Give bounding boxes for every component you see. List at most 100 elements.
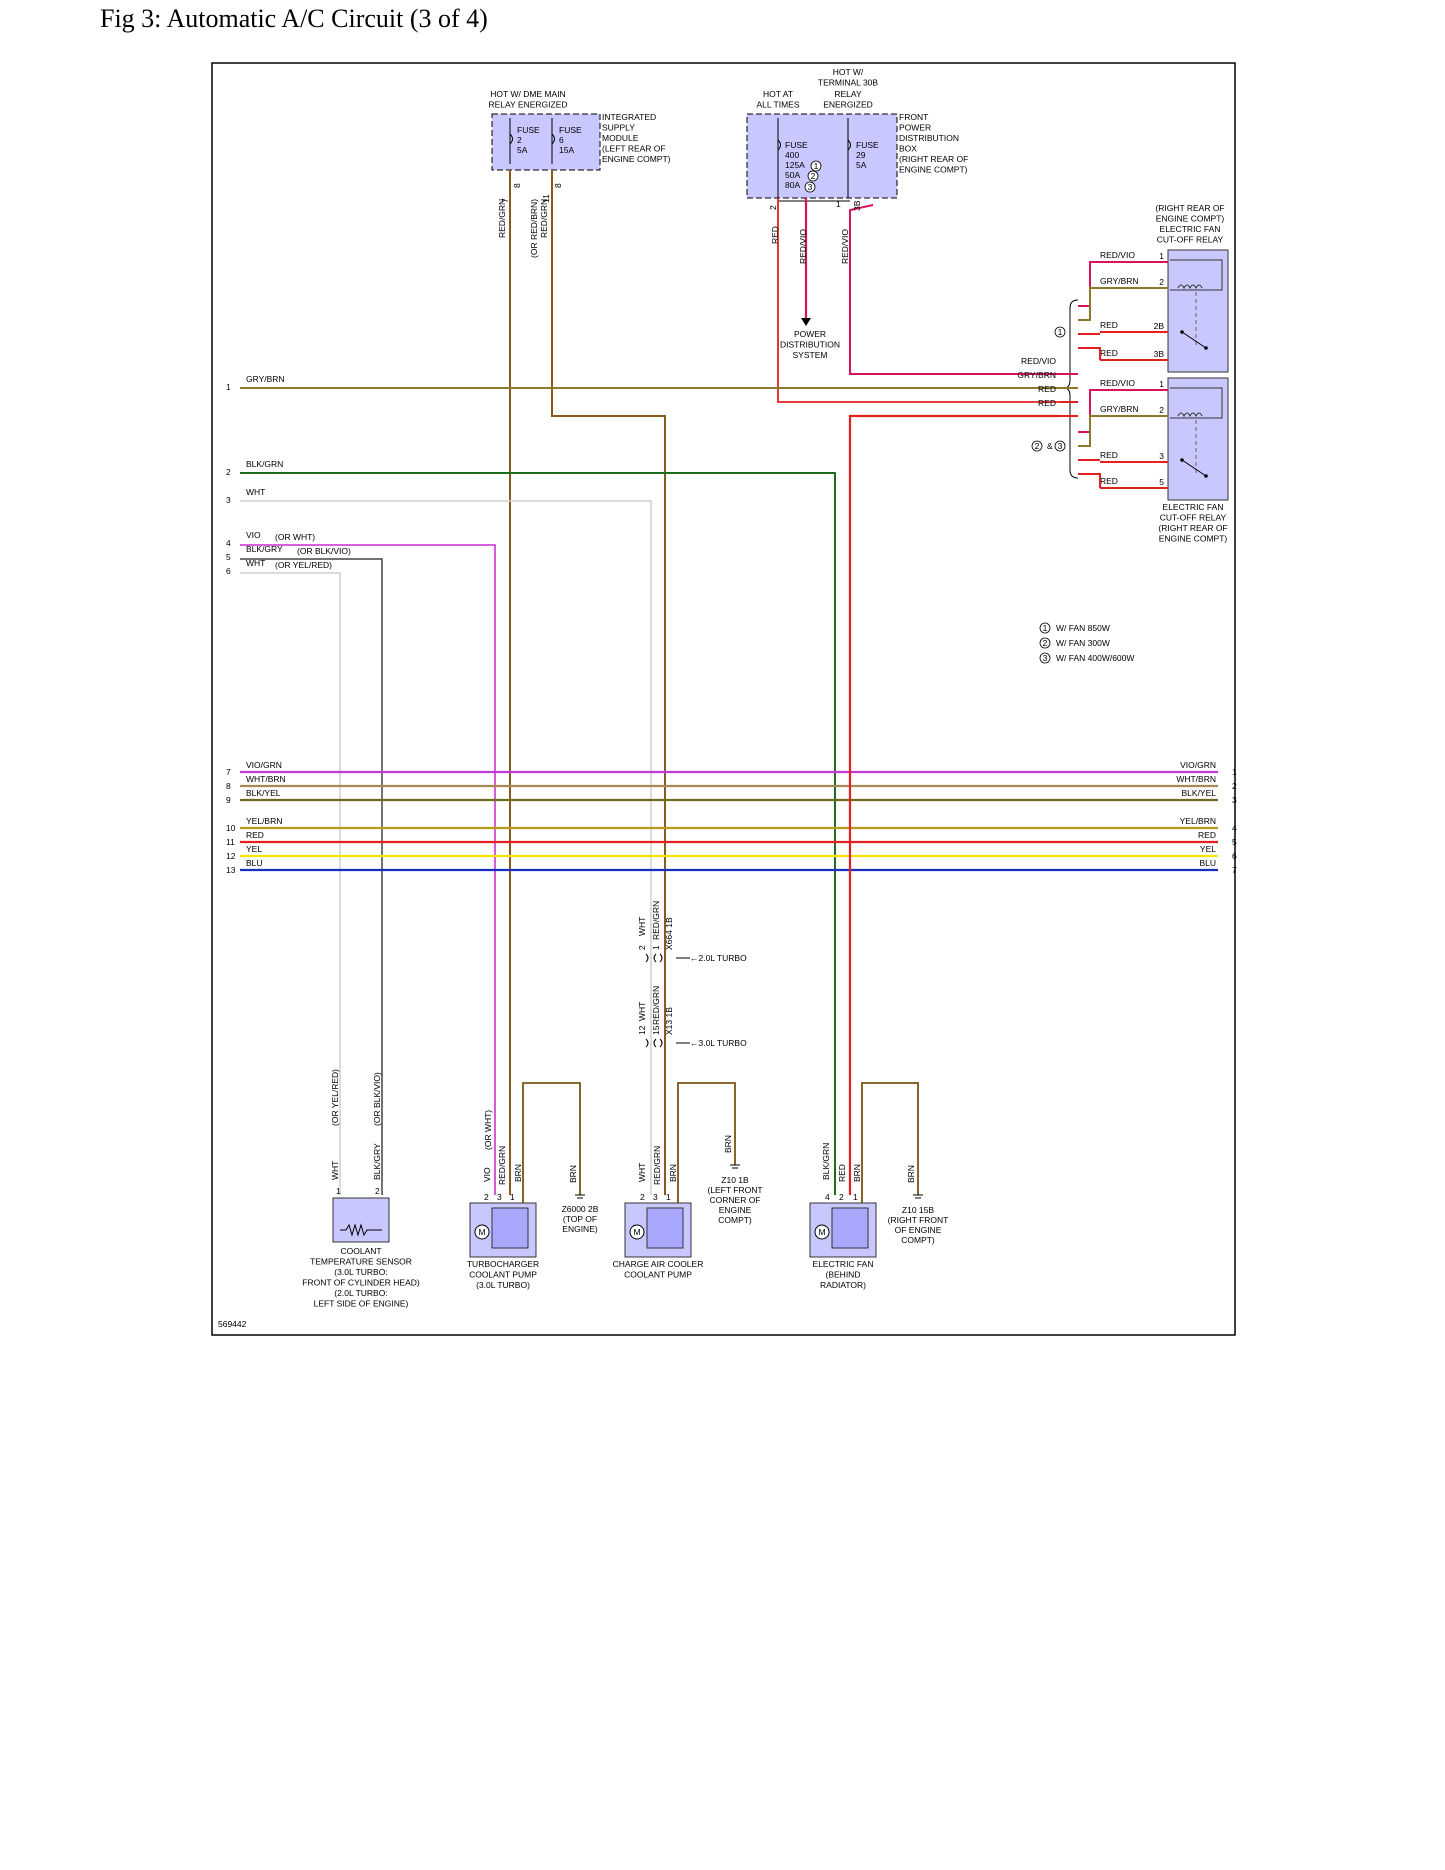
relay-lower-label: (RIGHT REAR OF bbox=[1158, 523, 1227, 533]
pin-label: 2 bbox=[1159, 277, 1164, 287]
wire-vio bbox=[240, 544, 496, 1195]
wire-wht bbox=[240, 500, 652, 1195]
wire-label: VIO bbox=[246, 530, 261, 540]
fan-label: (BEHIND bbox=[826, 1270, 861, 1280]
wire-label: RED/VIO bbox=[1100, 250, 1135, 260]
resistor-icon bbox=[340, 1223, 382, 1237]
pin-label: 12 bbox=[637, 1025, 647, 1035]
front-power-distribution-box bbox=[746, 113, 898, 199]
relay-branch bbox=[1078, 473, 1101, 488]
ism-label: MODULE bbox=[602, 133, 639, 143]
wire-red-vio-relay bbox=[849, 204, 1060, 375]
fpdb-fuse-label: 50A bbox=[785, 170, 800, 180]
coolant-sensor-label: TEMPERATURE SENSOR bbox=[310, 1257, 412, 1267]
wire-label: GRY/BRN bbox=[1100, 404, 1139, 414]
wire-label: (OR WHT) bbox=[275, 532, 315, 542]
electric-fan-cutoff-relay-lower bbox=[1167, 377, 1229, 501]
relay-contact bbox=[1180, 330, 1184, 334]
fuse-icon bbox=[551, 133, 555, 145]
note-marker bbox=[804, 181, 816, 193]
coolant-sensor-label: (2.0L TURBO: bbox=[334, 1288, 387, 1298]
wire-brn-ground bbox=[522, 1082, 581, 1203]
pin-label: 2 bbox=[839, 1192, 844, 1202]
ground-label: COMPT) bbox=[718, 1215, 752, 1225]
wire-label: YEL/BRN bbox=[1180, 816, 1216, 826]
relay-upper-label: CUT-OFF RELAY bbox=[1157, 235, 1224, 245]
pin-label: 3B bbox=[852, 200, 862, 211]
ism-label: INTEGRATED bbox=[602, 112, 656, 122]
note-marker: 1 bbox=[814, 161, 819, 171]
fpdb-fuse-label: 5A bbox=[856, 160, 867, 170]
wire-label: (OR BLK/VIO) bbox=[297, 546, 351, 556]
note-marker: 3 bbox=[1043, 653, 1048, 663]
connector-icon bbox=[645, 953, 663, 963]
wire-label: GRY/BRN bbox=[1017, 370, 1056, 380]
ism-fuse-label: 5A bbox=[517, 145, 528, 155]
wire-number: 13 bbox=[226, 865, 236, 875]
fpdb-label: FRONT bbox=[899, 112, 928, 122]
wire-label: BRN bbox=[668, 1164, 678, 1182]
fpdb-label: BOX bbox=[899, 144, 917, 154]
coolant-temperature-sensor bbox=[332, 1197, 390, 1243]
arrow-icon bbox=[801, 318, 811, 326]
power-distribution-label: SYSTEM bbox=[793, 350, 828, 360]
fpdb-label: ENGINE COMPT) bbox=[899, 165, 968, 175]
wire-label: GRY/BRN bbox=[1100, 276, 1139, 286]
ism-fuse-label: 2 bbox=[517, 135, 522, 145]
fan-label: RADIATOR) bbox=[820, 1280, 866, 1290]
coolant-sensor-label: COOLANT bbox=[340, 1246, 381, 1256]
integrated-supply-module bbox=[491, 113, 601, 171]
relay-lower-label: ENGINE COMPT) bbox=[1159, 534, 1228, 544]
note-marker: 1 bbox=[1043, 623, 1048, 633]
wire-label: (OR YEL/RED) bbox=[330, 1069, 340, 1126]
wire-label: RED bbox=[1198, 830, 1216, 840]
wire-number: 11 bbox=[226, 837, 235, 847]
hot-terminal-30b-label: TERMINAL 30B bbox=[818, 78, 878, 88]
pin-label: 1 bbox=[510, 1192, 515, 1202]
hot-terminal-30b-label: RELAY bbox=[834, 89, 862, 99]
wire-number: 4 bbox=[226, 538, 231, 548]
wire-label: YEL/BRN bbox=[246, 816, 282, 826]
pin-label: 3B bbox=[1154, 349, 1165, 359]
connector-note: ←3.0L TURBO bbox=[690, 1038, 747, 1048]
note-marker: 3 bbox=[808, 182, 813, 192]
note-marker bbox=[1039, 637, 1051, 649]
wire-label: WHT/BRN bbox=[246, 774, 286, 784]
note-marker bbox=[810, 160, 822, 172]
pin-label: 1 bbox=[651, 945, 661, 950]
pin-label: 1 bbox=[853, 1192, 858, 1202]
relay-coil-icon bbox=[1177, 412, 1203, 418]
ground-label: (RIGHT FRONT bbox=[888, 1215, 949, 1225]
wire-label: (OR BLK/VIO) bbox=[372, 1072, 382, 1126]
wire-blk-grn bbox=[240, 472, 836, 1195]
pin-label: 5 bbox=[1159, 477, 1164, 487]
wire-label: RED/VIO bbox=[798, 229, 808, 264]
motor-icon: M bbox=[633, 1227, 640, 1237]
wire-label: RED bbox=[770, 226, 780, 244]
turbocharger-coolant-pump-body bbox=[491, 1207, 529, 1249]
wire-number: 7 bbox=[1232, 865, 1237, 875]
wire-label: VIO/GRN bbox=[1180, 760, 1216, 770]
note-marker bbox=[1054, 326, 1066, 338]
wire-number: 1 bbox=[1232, 767, 1237, 777]
relay-contact bbox=[1204, 474, 1208, 478]
pin-label: 11 bbox=[541, 194, 551, 203]
wire-label: (OR YEL/RED) bbox=[275, 560, 332, 570]
wire-label: RED bbox=[837, 1164, 847, 1182]
relay-contact bbox=[1180, 458, 1184, 462]
diagram-id: 569442 bbox=[218, 1319, 247, 1329]
wire-number: 3 bbox=[1232, 795, 1237, 805]
wire-number: 4 bbox=[1232, 823, 1237, 833]
relay-switch bbox=[1181, 331, 1207, 349]
wire-label: RED bbox=[1100, 320, 1118, 330]
wire-blk-gry bbox=[240, 558, 383, 1195]
note-marker: 2 bbox=[811, 171, 816, 181]
pin-label: 2B bbox=[1154, 321, 1165, 331]
ground-label: Z10 15B bbox=[902, 1205, 934, 1215]
motor-icon: M bbox=[818, 1227, 825, 1237]
fpdb-fuse-label: 125A bbox=[785, 160, 805, 170]
wire-number: 5 bbox=[1232, 837, 1237, 847]
charge-pump-label: COOLANT PUMP bbox=[624, 1270, 692, 1280]
hot-terminal-30b-label: HOT W/ bbox=[833, 67, 864, 77]
pin-label: 2 bbox=[1159, 405, 1164, 415]
